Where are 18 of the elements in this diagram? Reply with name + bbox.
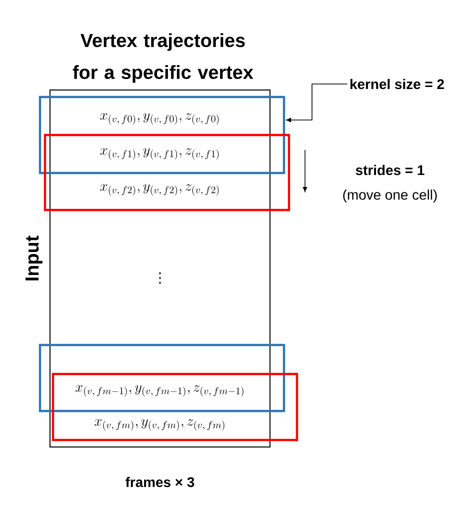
matrix-row-text: $x_{(v,\, f0)}, y_{(v,\, f0)}, z_{(v,\, f0)}$ <box>100 113 219 125</box>
kernel-window <box>44 134 290 212</box>
leader-arrow <box>286 84 348 122</box>
annotation-text: frames × 3 <box>126 476 194 488</box>
annotation-text: (move one cell) <box>343 190 437 202</box>
kernel-window <box>52 372 298 442</box>
input-matrix-box <box>50 90 270 448</box>
ellipsis: ⋮ <box>159 272 161 284</box>
title: Vertex trajectories for a specific vertex <box>72 33 254 83</box>
axis-label: Input <box>26 236 42 280</box>
matrix-row-text: $x_{(v,\, f2)}, y_{(v,\, f2)}, z_{(v,\, f2)}$ <box>100 184 219 196</box>
matrix-row-text: $x_{(v,\, f1)}, y_{(v,\, f1)}, z_{(v,\, f1)}$ <box>100 148 219 160</box>
kernel-window <box>38 344 286 412</box>
annotation-text: strides = 1 <box>356 164 424 176</box>
matrix-row-text: $x_{(v,\, fm)}, y_{(v,\, fm)}, z_{(v,\, fm)}$ <box>94 419 224 431</box>
annotation-text: kernel size = 2 <box>350 78 444 90</box>
kernel-window <box>38 96 286 174</box>
matrix-row-text: $x_{(v,\, fm-1)}, y_{(v,\, fm-1)}, z_{(v,\, fm-1)}$ <box>76 385 244 397</box>
